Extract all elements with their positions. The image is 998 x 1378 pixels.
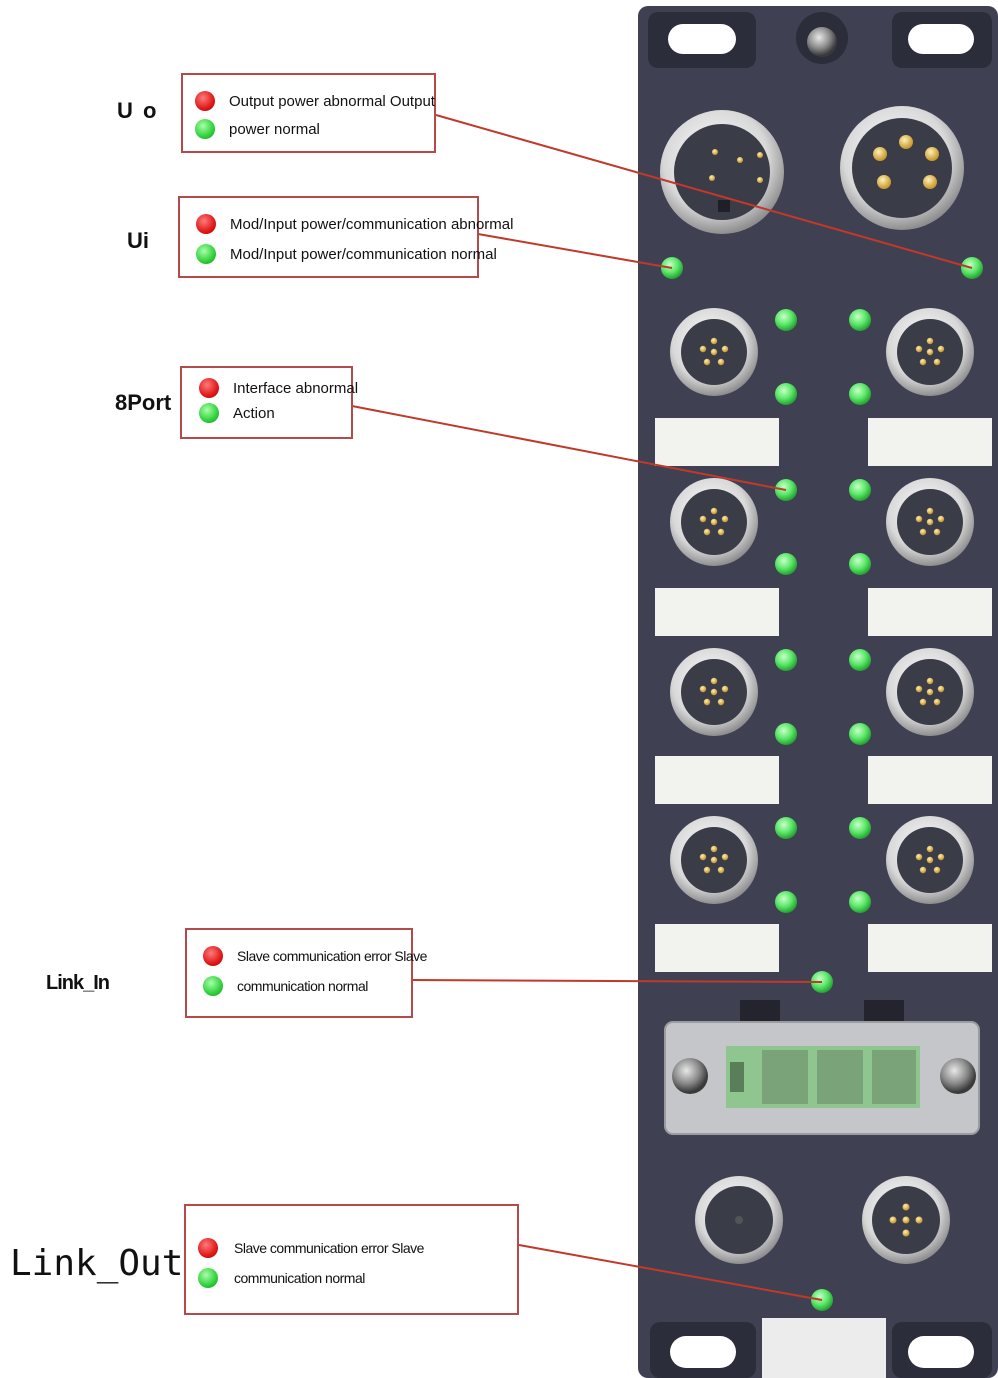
port-block	[655, 308, 992, 972]
rj45-port-icon	[872, 1050, 916, 1104]
port-led	[849, 383, 871, 405]
ui-callout: Mod/Input power/communication abnormal M…	[178, 196, 513, 278]
port-led	[775, 649, 797, 671]
link-in-label: Link_In	[46, 972, 110, 994]
port-label-strip	[868, 924, 992, 972]
port-led	[849, 309, 871, 331]
rj45-port-icon	[817, 1050, 863, 1104]
port-led	[849, 723, 871, 745]
link-in-normal-text: communication normal	[237, 978, 368, 994]
uo-normal-text: power normal	[229, 120, 320, 138]
link-in-error-text: Slave communication error Slave	[237, 948, 427, 964]
link-out-callout: Slave communication error Slave communic…	[184, 1204, 519, 1315]
green-led-icon	[199, 403, 219, 423]
port-led	[849, 553, 871, 575]
link-connector-right	[862, 1176, 950, 1264]
link-out-error-text: Slave communication error Slave	[234, 1240, 424, 1256]
green-led-icon	[203, 976, 223, 996]
port-led	[775, 891, 797, 913]
port-callout: Interface abnormal Action	[180, 366, 358, 439]
port-led	[775, 553, 797, 575]
ui-abnormal-text: Mod/Input power/communication abnormal	[230, 215, 514, 233]
port-label-strip	[655, 418, 779, 466]
uo-abnormal-text: Output power abnormal Output	[229, 92, 435, 110]
port-label-strip	[655, 924, 779, 972]
port-label-strip	[655, 588, 779, 636]
red-led-icon	[203, 946, 223, 966]
bus-connector-plate	[664, 1000, 980, 1135]
uo-label: U o	[117, 98, 159, 123]
port-label-strip	[868, 588, 992, 636]
port-led	[775, 723, 797, 745]
link-out-normal-text: communication normal	[234, 1270, 365, 1286]
rj45-port-icon	[762, 1050, 808, 1104]
port-abnormal-text: Interface abnormal	[233, 379, 359, 397]
leader-lines	[351, 114, 973, 1301]
port-label-strip	[868, 756, 992, 804]
port-led	[849, 649, 871, 671]
red-led-icon	[196, 214, 216, 234]
port-led	[849, 479, 871, 501]
ui-normal-text: Mod/Input power/communication normal	[230, 245, 497, 263]
port-action-text: Action	[233, 404, 275, 422]
bottom-mounting-holes	[650, 1318, 992, 1378]
red-led-icon	[199, 378, 219, 398]
screw-icon	[807, 27, 837, 57]
uo-callout: Output power abnormal Output power norma…	[181, 73, 436, 153]
link-out-label: Link_Out	[10, 1243, 184, 1284]
green-led-icon	[195, 119, 215, 139]
port-label: 8Port	[115, 390, 172, 415]
red-led-icon	[198, 1238, 218, 1258]
link-connector-left	[695, 1176, 783, 1264]
port-led	[775, 383, 797, 405]
link-in-callout: Slave communication error Slave communic…	[185, 928, 427, 1018]
port-label-strip	[655, 756, 779, 804]
green-led-icon	[196, 244, 216, 264]
port-led	[849, 817, 871, 839]
red-led-icon	[195, 91, 215, 111]
ui-label: Ui	[127, 228, 149, 253]
green-led-icon	[198, 1268, 218, 1288]
screw-icon	[940, 1058, 976, 1094]
port-label-strip	[868, 418, 992, 466]
power-connector-left	[660, 110, 784, 234]
top-mounting-holes	[648, 12, 992, 68]
port-led	[775, 817, 797, 839]
screw-icon	[672, 1058, 708, 1094]
port-led	[849, 891, 871, 913]
port-led	[775, 309, 797, 331]
power-connector-right	[840, 106, 964, 230]
